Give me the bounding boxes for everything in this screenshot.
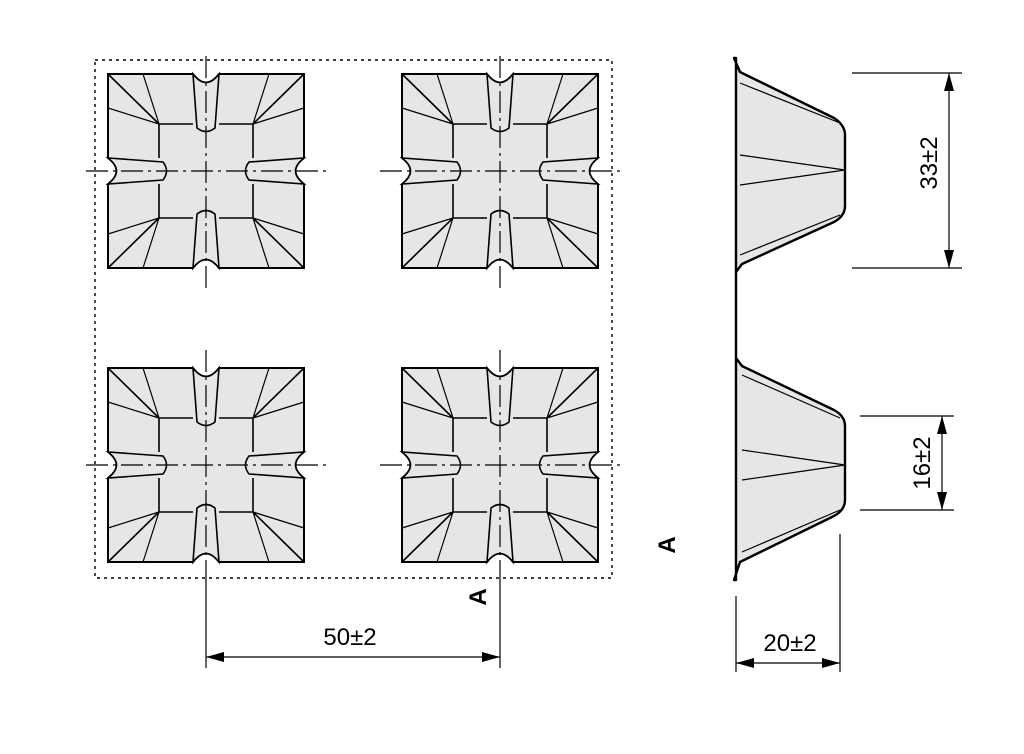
pocket-top-left [85,55,327,290]
plan-view [85,55,621,584]
pocket-top-right [379,55,621,290]
pocket-bottom-right [379,349,621,584]
section-view-label: A [654,536,681,553]
pocket-width-dimension: 33±2 [852,72,962,269]
pocket-bottom-left [85,349,327,584]
pitch-dimension-label: 50±2 [323,624,376,651]
depth-dimension-label: 20±2 [763,630,816,657]
pocket-bottom-label: 16±2 [909,436,936,489]
pocket-width-label: 33±2 [916,136,943,189]
depth-dimension: 20±2 [735,534,841,672]
pocket-bottom-dimension: 16±2 [860,415,954,511]
section-cut-label: A [465,588,492,605]
pitch-dimension: 50±2 [205,582,501,668]
section-view [732,56,847,582]
